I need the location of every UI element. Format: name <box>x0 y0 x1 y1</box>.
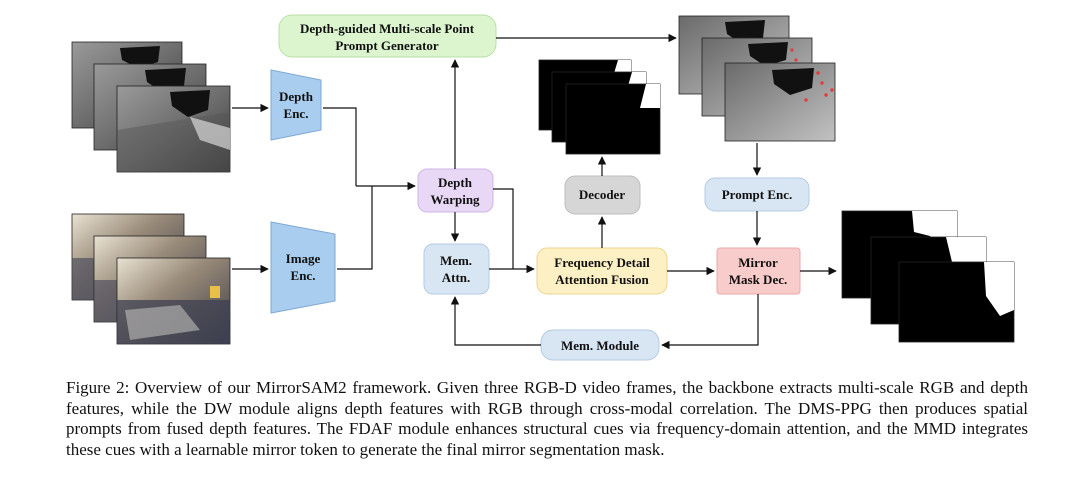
depth-enc-label-2: Enc. <box>284 106 309 121</box>
intermediate-mask-3 <box>565 83 661 155</box>
intermediate-masks <box>538 59 661 155</box>
image-encoder: Image Enc. <box>270 221 336 314</box>
dms-ppg-label-2: Prompt Generator <box>335 38 439 53</box>
fdaf-label-2: Attention Fusion <box>555 272 649 287</box>
dms-ppg-box: Depth-guided Multi-scale Point Prompt Ge… <box>278 14 497 58</box>
dms-ppg-label-1: Depth-guided Multi-scale Point <box>300 21 475 36</box>
mmd-label-1: Mirror <box>738 255 778 270</box>
depth-input-frames <box>71 41 231 173</box>
image-enc-label-2: Enc. <box>291 268 316 283</box>
image-enc-label-1: Image <box>286 251 321 266</box>
fdaf-label-1: Frequency Detail <box>554 255 650 270</box>
mirror-mask-dec-box: Mirror Mask Dec. <box>716 247 801 295</box>
prompt-enc-label: Prompt Enc. <box>722 187 793 202</box>
depth-warping-box: Depth Warping <box>417 168 494 213</box>
prompt-depth-frames <box>678 15 836 142</box>
decoder-label: Decoder <box>579 187 625 202</box>
depth-encoder: Depth Enc. <box>270 69 322 141</box>
depth-frame-3 <box>116 85 231 173</box>
mem-attn-label-1: Mem. <box>440 253 472 268</box>
rgb-input-frames <box>71 213 231 345</box>
arrow-mmd-to-mem-module <box>661 294 759 350</box>
depth-warping-label-2: Warping <box>430 192 480 207</box>
connectors <box>232 33 837 350</box>
rgb-frame-3 <box>116 257 231 345</box>
figure-caption: Figure 2: Overview of our MirrorSAM2 fra… <box>66 378 1028 459</box>
decoder-box: Decoder <box>564 175 641 215</box>
framework-diagram: Depth Enc. Image Enc. Depth-guided Multi… <box>71 14 1015 361</box>
prompt-enc-box: Prompt Enc. <box>704 177 810 212</box>
depth-enc-label-1: Depth <box>279 89 314 104</box>
output-masks <box>841 210 1015 343</box>
mem-attn-box: Mem. Attn. <box>423 243 490 295</box>
line-depth-enc-to-merge <box>323 107 357 186</box>
depth-warping-label-1: Depth <box>438 175 473 190</box>
output-mask-3 <box>898 261 1015 343</box>
mem-module-label: Mem. Module <box>561 338 639 353</box>
line-image-enc-to-merge <box>337 186 373 270</box>
fdaf-box: Frequency Detail Attention Fusion <box>536 247 668 295</box>
mmd-label-2: Mask Dec. <box>729 272 788 287</box>
mem-attn-label-2: Attn. <box>442 270 471 285</box>
mem-module-box: Mem. Module <box>540 329 660 361</box>
arrow-mem-module-to-mem-attn <box>450 296 541 346</box>
prompt-frame-3 <box>724 62 836 142</box>
line-depth-warping-to-fdaf <box>493 188 514 269</box>
